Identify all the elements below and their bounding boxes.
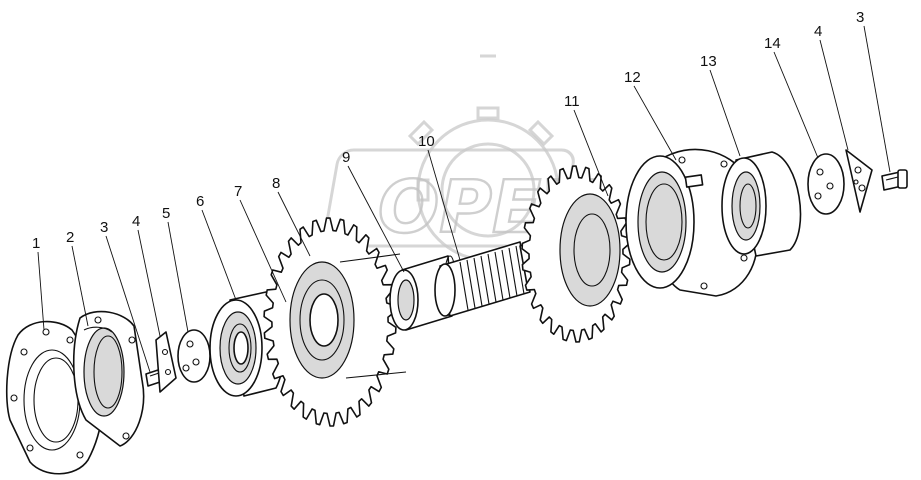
part-2-housing <box>73 310 145 447</box>
callout-4-right: 4 <box>814 23 822 40</box>
spline-groove <box>501 249 511 299</box>
callout-3-right: 3 <box>856 9 864 26</box>
spline-groove <box>494 251 504 301</box>
callout-1: 1 <box>32 235 40 252</box>
spline-groove <box>508 247 518 297</box>
callout-6: 6 <box>196 193 204 210</box>
callout-11: 11 <box>564 93 580 110</box>
spline-groove <box>515 245 525 295</box>
callout-3-left: 3 <box>100 219 108 236</box>
part-4-lock-plate-right <box>845 149 873 213</box>
callout-13: 13 <box>700 53 717 70</box>
spline-groove <box>466 259 476 309</box>
callout-12: 12 <box>624 69 641 86</box>
callout-9: 9 <box>342 149 350 166</box>
spline-groove <box>459 261 469 311</box>
leader-lines <box>37 25 891 373</box>
callout-4-left: 4 <box>132 213 140 230</box>
callout-8: 8 <box>272 175 280 192</box>
part-4-lock-plate-left <box>155 331 177 393</box>
part-8-gear <box>263 217 407 427</box>
callout-7: 7 <box>234 183 242 200</box>
part-5-washer <box>177 329 211 383</box>
part-11-gear <box>521 165 631 343</box>
spline-groove <box>473 257 483 307</box>
callout-14: 14 <box>764 35 781 52</box>
part-14-washer <box>807 153 845 215</box>
part-3-bolt-right <box>881 169 908 191</box>
callout-labels: 1 2 3 4 5 6 7 8 9 10 11 12 13 14 4 3 <box>32 9 864 252</box>
callout-2: 2 <box>66 229 74 246</box>
spline-groove <box>487 253 497 303</box>
callout-10: 10 <box>418 133 435 150</box>
callout-5: 5 <box>162 205 170 222</box>
part-13-cap <box>721 151 802 257</box>
spline-groove <box>480 255 490 305</box>
